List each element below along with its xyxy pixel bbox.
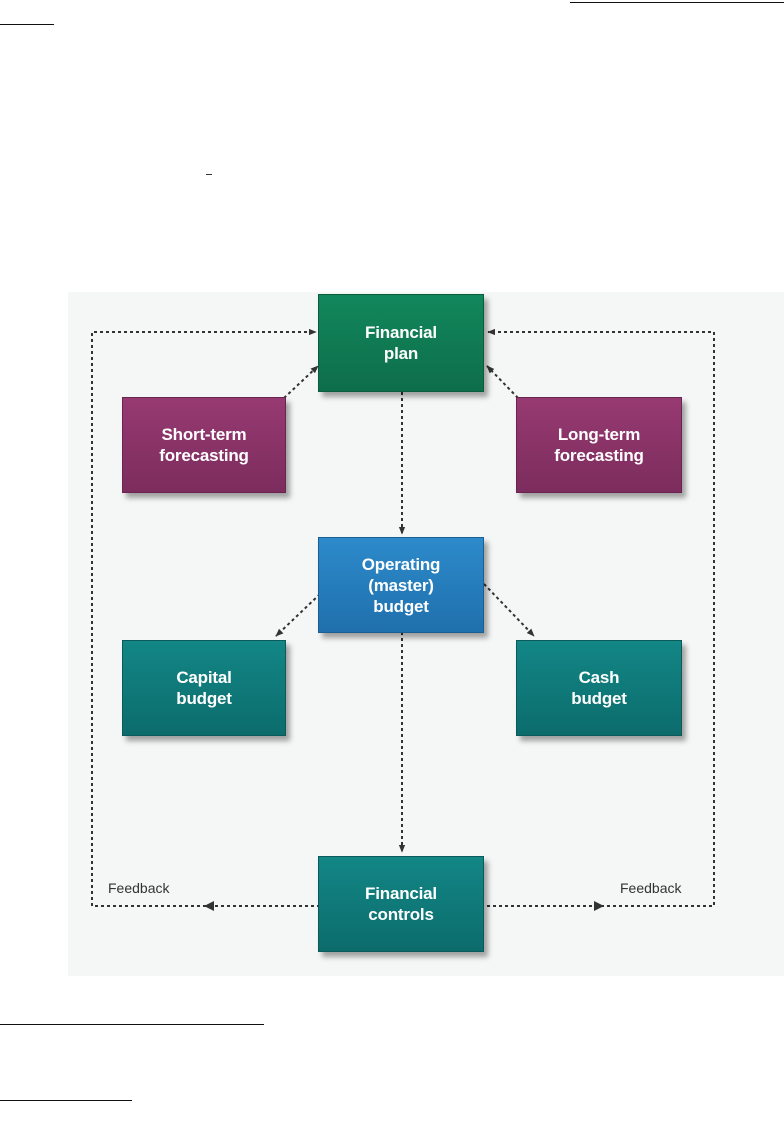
financial-plan-node: Financial plan bbox=[318, 294, 484, 392]
feedback-arrowhead-right bbox=[594, 901, 604, 911]
arrow-operating-to-cash bbox=[484, 584, 534, 636]
operating-budget-node: Operating (master) budget bbox=[318, 537, 484, 633]
arrow-short-term-to-plan bbox=[284, 366, 318, 398]
long-term-forecasting-node: Long-term forecasting bbox=[516, 397, 682, 493]
capital-budget-node: Capital budget bbox=[122, 640, 286, 736]
arrow-operating-to-capital bbox=[276, 594, 320, 636]
feedback-arrowhead-left bbox=[204, 901, 214, 911]
short-term-forecasting-node: Short-term forecasting bbox=[122, 397, 286, 493]
financial-controls-node: Financial controls bbox=[318, 856, 484, 952]
cash-budget-node: Cash budget bbox=[516, 640, 682, 736]
arrow-long-term-to-plan bbox=[487, 366, 518, 398]
feedback-label-right: Feedback bbox=[618, 880, 683, 896]
feedback-label-left: Feedback bbox=[106, 880, 171, 896]
